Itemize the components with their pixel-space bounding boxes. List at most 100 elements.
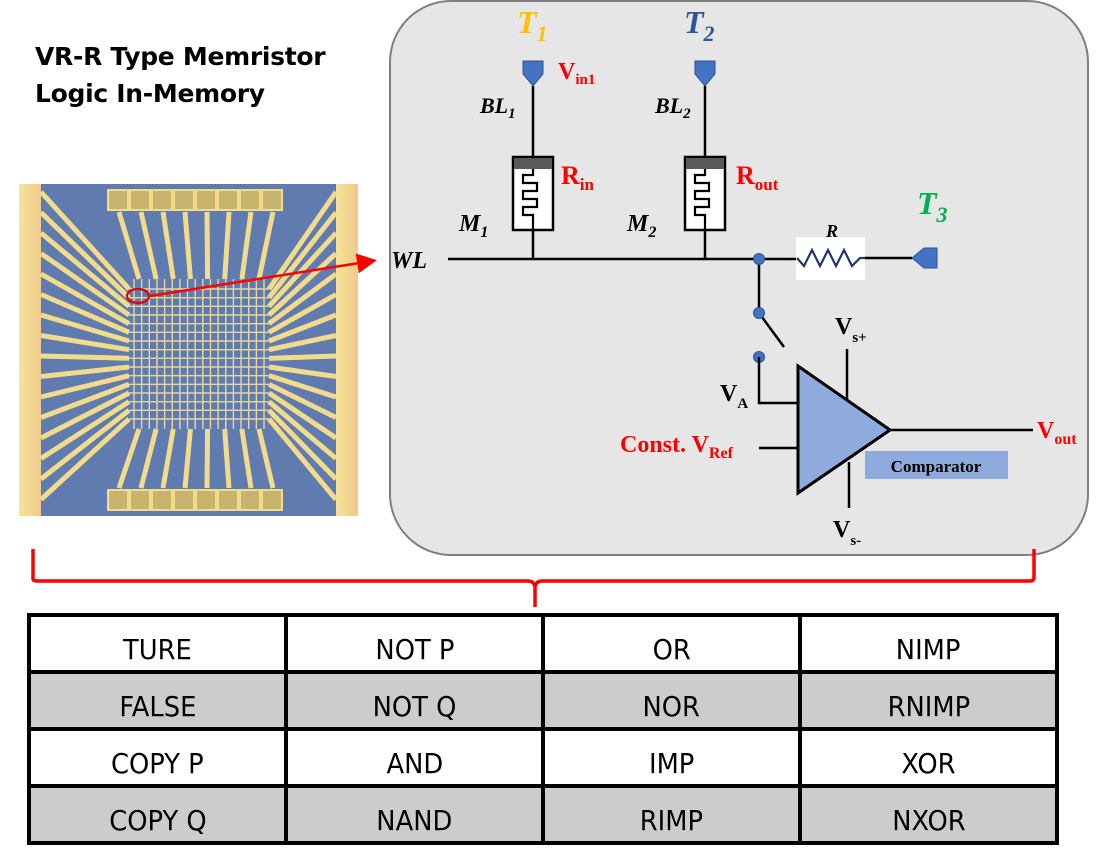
switch-pivot-node — [753, 307, 765, 319]
table-cell: AND — [284, 727, 545, 788]
highlight-circle — [125, 287, 151, 305]
m1-label: M1 — [458, 211, 488, 241]
terminal-t1-icon[interactable] — [522, 60, 544, 87]
contact-pad — [173, 189, 195, 211]
left-electrode — [39, 271, 131, 326]
left-pad-strip — [19, 184, 41, 516]
memristor-m1[interactable] — [511, 155, 555, 232]
contact-pad — [107, 489, 129, 511]
right-electrode — [268, 373, 337, 400]
table-row: COPY P AND IMP XOR — [27, 727, 1059, 788]
circuit-panel — [389, 0, 1089, 556]
bottom-electrode — [239, 428, 254, 489]
memristor-m2[interactable] — [683, 155, 727, 232]
rout-label: Rout — [736, 161, 779, 194]
contact-pads — [107, 189, 283, 511]
left-electrode — [40, 292, 130, 335]
table-cell: COPY P — [27, 727, 288, 788]
table-cell: NIMP — [798, 613, 1059, 674]
contact-pad — [129, 189, 151, 211]
grouping-brace — [31, 549, 1036, 607]
diagram-title: VR-R Type Memristor Logic In-Memory — [35, 38, 326, 112]
comparator-label: Comparator — [891, 457, 982, 476]
m2-label: M2 — [626, 211, 656, 241]
rin-label: Rin — [561, 161, 595, 194]
left-electrode — [39, 210, 131, 300]
terminal-t2-icon[interactable] — [694, 60, 716, 87]
vs-minus-label: Vs- — [833, 517, 861, 549]
table-cell: NOT P — [284, 613, 545, 674]
right-electrode — [267, 251, 338, 317]
resistor-r-label: R — [825, 221, 838, 241]
vref-label: Const. VRef — [620, 432, 734, 462]
table-cell: COPY Q — [27, 784, 288, 845]
bottom-electrode — [138, 428, 159, 489]
contact-pad — [239, 189, 261, 211]
top-electrode — [222, 211, 232, 280]
bottom-electrode — [204, 428, 211, 489]
junction-node — [753, 253, 765, 265]
table-cell: NOT Q — [284, 670, 545, 731]
comparator-icon[interactable] — [796, 363, 893, 496]
contact-pad — [129, 489, 151, 511]
crossbar-grid — [129, 279, 269, 429]
table-cell: XOR — [798, 727, 1059, 788]
table-cell: FALSE — [27, 670, 288, 731]
logic-function-table: TURE NOT P OR NIMP FALSE NOT Q NOR RNIMP… — [27, 613, 1059, 845]
vs-plus-label: Vs+ — [835, 314, 867, 346]
top-electrode — [256, 211, 276, 280]
switch-blade[interactable] — [757, 312, 786, 348]
va-label: VA — [720, 381, 748, 412]
right-electrode — [268, 353, 337, 361]
bottom-electrode — [256, 428, 276, 489]
contact-pad — [151, 189, 173, 211]
electrode-fanout — [39, 190, 339, 502]
table-row: COPY Q NAND RIMP NXOR — [27, 784, 1059, 845]
terminal-t2-label: T2 — [684, 4, 715, 46]
table-cell: RIMP — [541, 784, 802, 845]
table-cell: NAND — [284, 784, 545, 845]
bl2-label: BL2 — [654, 93, 691, 122]
left-electrode — [39, 390, 131, 441]
contact-pad — [173, 489, 195, 511]
left-electrode — [40, 364, 130, 379]
left-electrode — [40, 381, 130, 420]
right-electrode — [267, 390, 338, 441]
table-cell: RNIMP — [798, 670, 1059, 731]
table-cell: NOR — [541, 670, 802, 731]
top-electrode — [160, 211, 176, 280]
right-electrode — [267, 399, 338, 461]
contact-pad — [261, 189, 283, 211]
left-electrode — [39, 408, 131, 481]
right-electrode — [267, 231, 338, 309]
right-electrode — [266, 190, 339, 291]
left-electrode — [40, 373, 130, 400]
left-electrode — [39, 231, 131, 309]
right-electrode — [267, 408, 338, 481]
table-cell: IMP — [541, 727, 802, 788]
terminal-t3-icon[interactable] — [911, 247, 938, 269]
contact-pad — [107, 189, 129, 211]
contact-pad — [195, 189, 217, 211]
top-electrode — [204, 211, 211, 280]
terminal-t1-label: T1 — [517, 4, 548, 46]
resistor-background — [796, 237, 865, 280]
right-electrode — [267, 271, 338, 326]
top-electrode — [239, 211, 254, 280]
contact-pad — [239, 489, 261, 511]
right-electrode — [267, 382, 338, 420]
vin1-label: Vin1 — [558, 59, 595, 88]
top-electrode — [116, 211, 142, 280]
title-line-1: VR-R Type Memristor — [35, 42, 326, 71]
top-electrode — [182, 211, 193, 280]
contact-pad — [261, 489, 283, 511]
left-electrode — [39, 399, 131, 461]
right-electrode — [267, 292, 338, 335]
bottom-electrode — [182, 428, 193, 489]
left-electrode — [40, 312, 130, 344]
bl1-label: BL1 — [479, 93, 516, 122]
va-wire — [757, 357, 798, 405]
resistor-r-icon[interactable] — [796, 247, 865, 269]
right-electrode — [267, 417, 338, 502]
